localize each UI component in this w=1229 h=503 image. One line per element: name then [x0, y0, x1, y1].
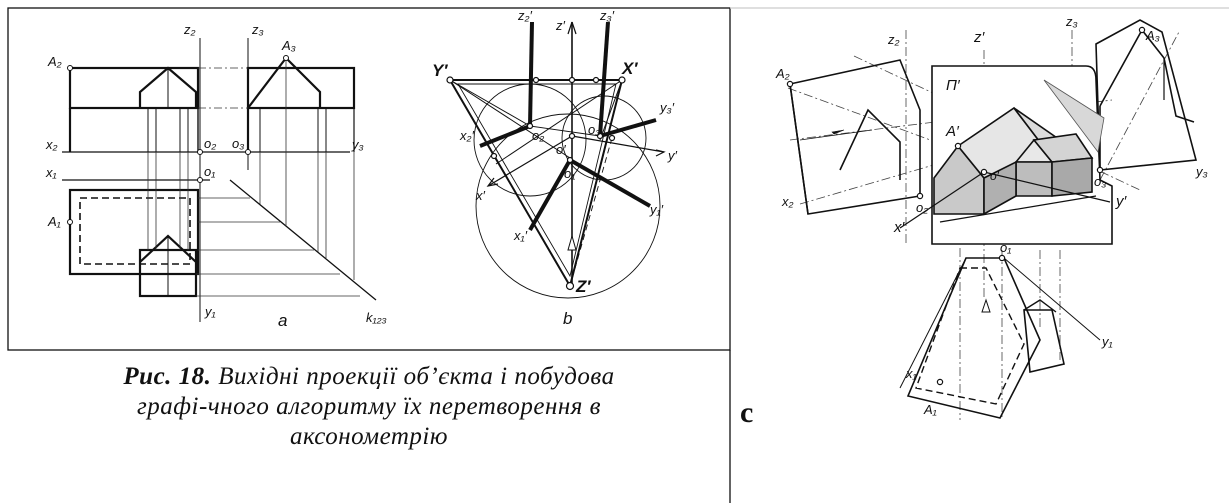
label-op-b: o′: [556, 142, 566, 157]
label-o2-c: o₂: [916, 200, 928, 215]
label-o1-c: o₁: [1000, 240, 1011, 255]
label-A3-c: A₃: [1145, 28, 1160, 43]
caption-line-1: Рис. 18. Вихідні проекції об’єкта і побу…: [8, 362, 730, 392]
label-zp-b: z′: [555, 18, 566, 33]
caption-text-1: Вихідні проекції об’єкта і побудова: [218, 363, 615, 390]
label-Yp-b: Y′: [432, 61, 448, 80]
caption-figure-number: Рис. 18.: [123, 363, 212, 390]
label-A3-a: A₃: [281, 38, 296, 53]
label-y1-c: y₁: [1101, 334, 1113, 349]
label-x1p-b: x₁′: [513, 228, 528, 243]
label-A1-a: A₁: [47, 214, 61, 229]
label-z3p-b: z₃′: [599, 8, 615, 23]
label-z3-c: z₃: [1065, 14, 1078, 29]
label-x1-a: x₁: [45, 165, 57, 180]
caption-line-2: графі-чного алгоритму їх перетворення в: [137, 393, 601, 420]
label-o3-c: o₃: [1094, 174, 1106, 189]
label-x2p-b: x₂′: [459, 128, 474, 143]
label-x1-c: x₁: [905, 366, 917, 381]
panel-b-drawing: [446, 21, 666, 299]
label-Zp-b: Z′: [575, 277, 591, 296]
panel-c-drawing: [786, 19, 1198, 420]
label-xp-c: x′: [893, 219, 906, 236]
label-z2-a: z₂: [183, 22, 196, 37]
label-x2-c: x₂: [781, 194, 794, 209]
label-z3-a: z₃: [251, 22, 264, 37]
label-y3-c: y₃: [1195, 164, 1208, 179]
panel-b-label: b: [563, 309, 572, 328]
label-y3-a: y₃: [351, 137, 364, 152]
label-Xp-b: X′: [621, 59, 638, 78]
label-x2-a: x₂: [45, 137, 58, 152]
label-z2p-b: z₂′: [517, 8, 532, 23]
label-op-c: o′: [990, 169, 1000, 183]
caption-line-3: аксонометрію: [289, 423, 448, 450]
label-k123-a: k₁₂₃: [366, 310, 387, 325]
label-y3p-b: y₃′: [659, 100, 675, 115]
label-zp-c: z′: [973, 29, 986, 46]
label-o2-a: o₂: [204, 136, 216, 151]
label-Ap-c: A′: [945, 123, 960, 140]
label-z2-c: z₂: [887, 32, 900, 47]
label-A2-c: A₂: [775, 66, 790, 81]
label-A2-a: A₂: [47, 54, 62, 69]
panel-a-label: a: [278, 311, 287, 330]
label-o1-b: o₁: [564, 166, 575, 181]
label-o3-a: o₃: [232, 136, 244, 151]
panel-a-drawing: [62, 38, 377, 322]
label-y1-a: y₁: [204, 304, 216, 319]
label-Pi-c: П′: [946, 77, 961, 94]
label-A1-c: A₁: [923, 402, 937, 417]
label-o3-b: o₃: [588, 122, 600, 137]
panel-c-label: c: [740, 396, 754, 429]
label-o2-b: o₂: [532, 128, 544, 143]
figure-caption: Рис. 18. Вихідні проекції об’єкта і побу…: [8, 362, 730, 452]
label-yp-b: y′: [667, 148, 678, 163]
label-xp-b: x′: [475, 188, 486, 203]
label-y1p-b: y₁′: [649, 202, 664, 217]
label-o1-a: o₁: [204, 164, 215, 179]
panel-ab-frame: [7, 7, 731, 351]
label-yp-c: y′: [1115, 193, 1128, 210]
